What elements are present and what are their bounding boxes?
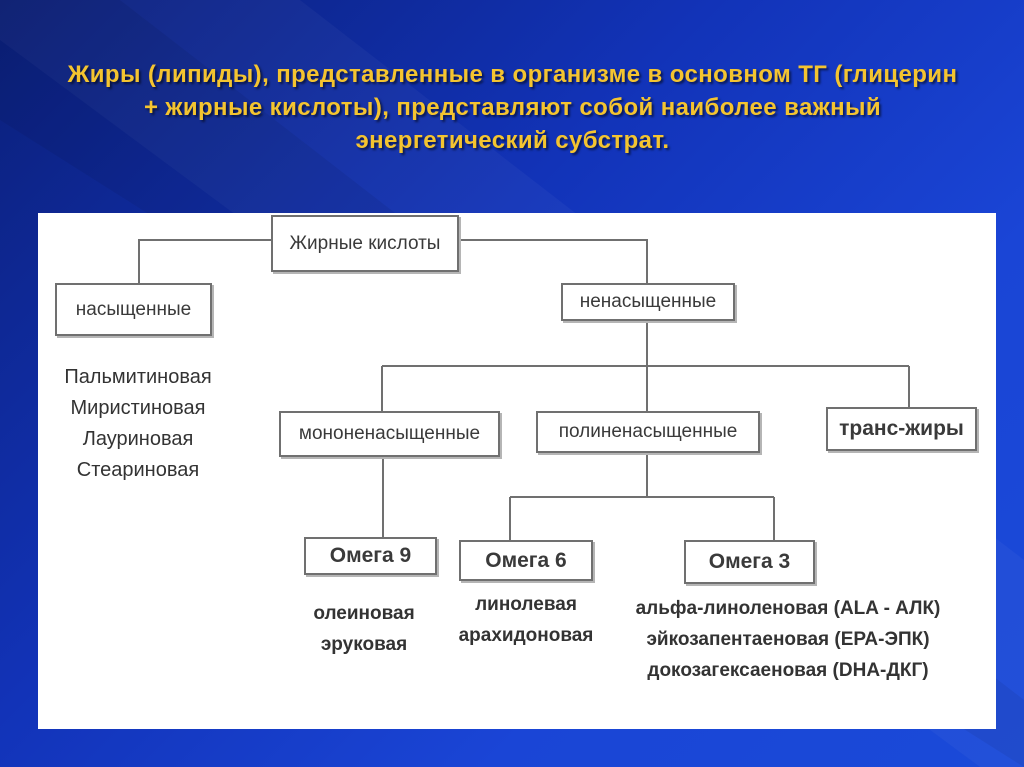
node-omega-3: Омега 3	[684, 540, 815, 584]
node-monounsaturated: мононенасыщенные	[279, 411, 500, 457]
node-omega-9: Омега 9	[304, 537, 437, 575]
node-trans-fats: транс-жиры	[826, 407, 977, 451]
example-myristic: Миристиновая	[70, 397, 206, 419]
connector-lines	[138, 239, 910, 540]
node-saturated: насыщенные	[55, 283, 212, 336]
saturated-examples: Пальмитиновая Миристиновая Лауриновая Ст…	[50, 362, 226, 486]
example-linoleic: линолевая	[475, 594, 577, 615]
example-erucic: эруковая	[320, 634, 408, 655]
omega-9-examples: олеиновая эруковая	[294, 598, 434, 660]
slide-title: Жиры (липиды), представленные в организм…	[67, 61, 958, 154]
node-unsaturated: ненасыщенные	[561, 283, 735, 321]
example-palmitic: Пальмитиновая	[64, 366, 212, 388]
example-epa: эйкозапентаеновая (ЕРА-ЭПК)	[646, 629, 930, 650]
example-ala: альфа-линоленовая (ALA - АЛК)	[635, 598, 941, 619]
diagram-panel: Жирные кислоты насыщенные ненасыщенные м…	[38, 213, 996, 729]
omega-3-examples: альфа-линоленовая (ALA - АЛК) эйкозапент…	[618, 593, 958, 686]
example-lauric: Лауриновая	[82, 428, 194, 450]
node-omega-6: Омега 6	[459, 540, 593, 581]
example-dha: докозагексаеновая (DHA-ДКГ)	[647, 660, 929, 681]
example-stearic: Стеариновая	[76, 459, 200, 481]
omega-6-examples: линолевая арахидоновая	[446, 589, 606, 651]
node-fatty-acids: Жирные кислоты	[271, 215, 459, 272]
example-oleic: олеиновая	[313, 603, 415, 624]
example-arachidonic: арахидоновая	[458, 625, 594, 646]
node-polyunsaturated: полиненасыщенные	[536, 411, 760, 453]
